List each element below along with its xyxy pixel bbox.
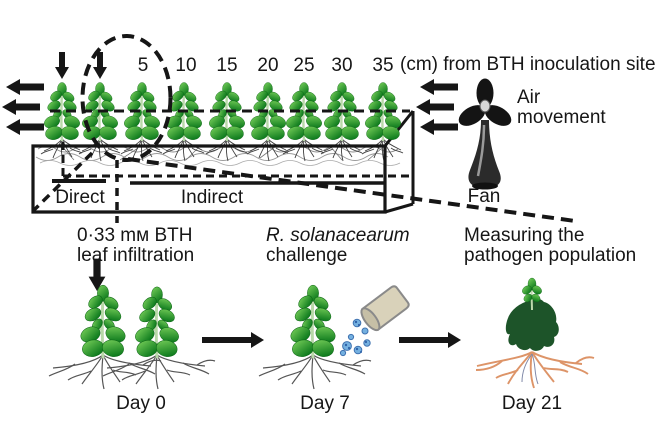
air-movement-line2: movement [517, 106, 606, 128]
distance-label-30: 30 [331, 55, 353, 76]
distance-suffix-label: (cm) from BTH inoculation site [400, 54, 656, 75]
distance-label-5: 5 [137, 55, 149, 76]
timeline-arrow-2 [399, 332, 461, 348]
distance-label-25: 25 [293, 55, 315, 76]
bth-arrows [55, 52, 107, 79]
airflow-arrows-fan [416, 79, 458, 135]
wilted-leaves [505, 298, 559, 351]
stage2-label: R. solanacearum challenge [266, 226, 410, 265]
fan-icon [458, 78, 512, 190]
growth-box [31, 110, 415, 214]
orange-roots [475, 351, 595, 389]
air-movement-label: Air movement [517, 88, 606, 127]
distance-label-10: 10 [175, 55, 197, 76]
bucket-icon [360, 285, 410, 332]
distance-label-15: 15 [216, 55, 238, 76]
stage1-label: 0·33 mᴍ BTH leaf infiltration [77, 226, 194, 265]
stage2-line2: challenge [266, 244, 348, 266]
dashed-guides [31, 34, 576, 223]
stage1-line2: leaf infiltration [77, 244, 195, 266]
stage2-line1: R. solanacearum [266, 225, 410, 246]
healthy-top [522, 277, 542, 311]
stage3-label: Measuring the pathogen population [464, 226, 636, 265]
day7-label: Day 7 [300, 393, 350, 414]
day21-label: Day 21 [501, 393, 563, 414]
gray-roots [521, 353, 539, 385]
stage1-line1: 0·33 mᴍ BTH [77, 225, 193, 246]
stage3-line1: Measuring the [464, 225, 585, 246]
magnifier-ellipse [80, 34, 173, 162]
day21-plant-icon [475, 277, 595, 389]
zoom-line-left [31, 151, 94, 213]
fan-label: Fan [467, 186, 501, 207]
bacteria-dots-icon [339, 318, 371, 357]
day0-label: Day 0 [116, 393, 166, 414]
indirect-zone-label: Indirect [180, 187, 244, 208]
distance-label-35: 35 [372, 55, 394, 76]
air-movement-line1: Air [517, 87, 541, 108]
airflow-arrows-left [2, 79, 44, 135]
direct-zone-label: Direct [55, 187, 105, 208]
timeline-arrow-1 [202, 332, 264, 348]
bth-arrow-plant1 [55, 52, 69, 79]
plant-row [42, 83, 402, 142]
day0-plants-icon [48, 258, 216, 390]
day7-plant-icon [258, 285, 410, 390]
stage3-line2: pathogen population [464, 244, 637, 266]
distance-label-20: 20 [257, 55, 279, 76]
